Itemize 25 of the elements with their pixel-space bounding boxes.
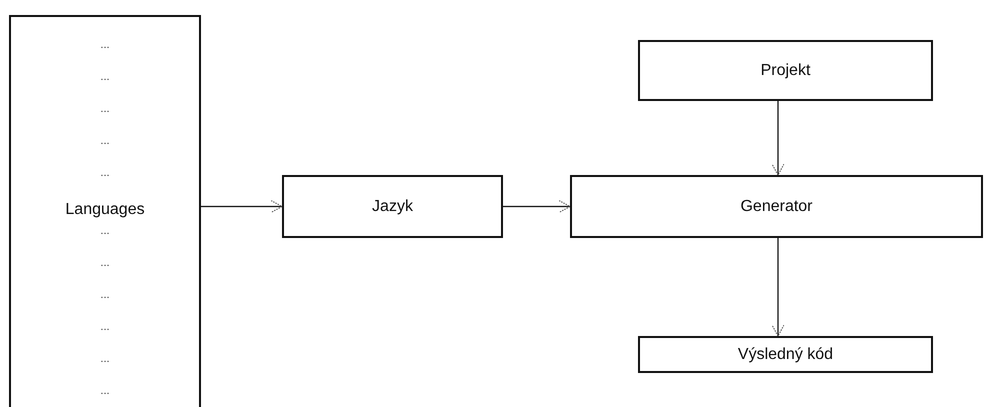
arrow [772, 238, 784, 336]
process-box [9, 15, 201, 407]
arrow [503, 200, 570, 213]
ellipsis-text: ... [100, 289, 110, 301]
ellipsis-text: ... [100, 321, 110, 333]
ellipsis-text: ... [100, 353, 110, 365]
arrow [201, 200, 282, 213]
process-box [570, 175, 983, 238]
ellipsis-text: ... [100, 103, 110, 115]
node-label: Generator [740, 198, 813, 216]
ellipsis-text: ... [100, 135, 110, 147]
ellipsis-text: ... [100, 167, 110, 179]
ellipsis-text: ... [100, 39, 110, 51]
process-box [638, 40, 933, 101]
ellipsis-text: ... [100, 71, 110, 83]
node-label: Jazyk [372, 198, 413, 216]
ellipsis-text: ... [100, 257, 110, 269]
arrow [772, 101, 784, 176]
node-label: Projekt [760, 62, 810, 80]
node-label: Výsledný kód [738, 346, 834, 364]
process-box [282, 175, 503, 238]
ellipsis-text: ... [100, 225, 110, 237]
ellipsis-text: ... [100, 385, 110, 397]
process-box [638, 336, 933, 373]
node-label: Languages [65, 201, 145, 219]
